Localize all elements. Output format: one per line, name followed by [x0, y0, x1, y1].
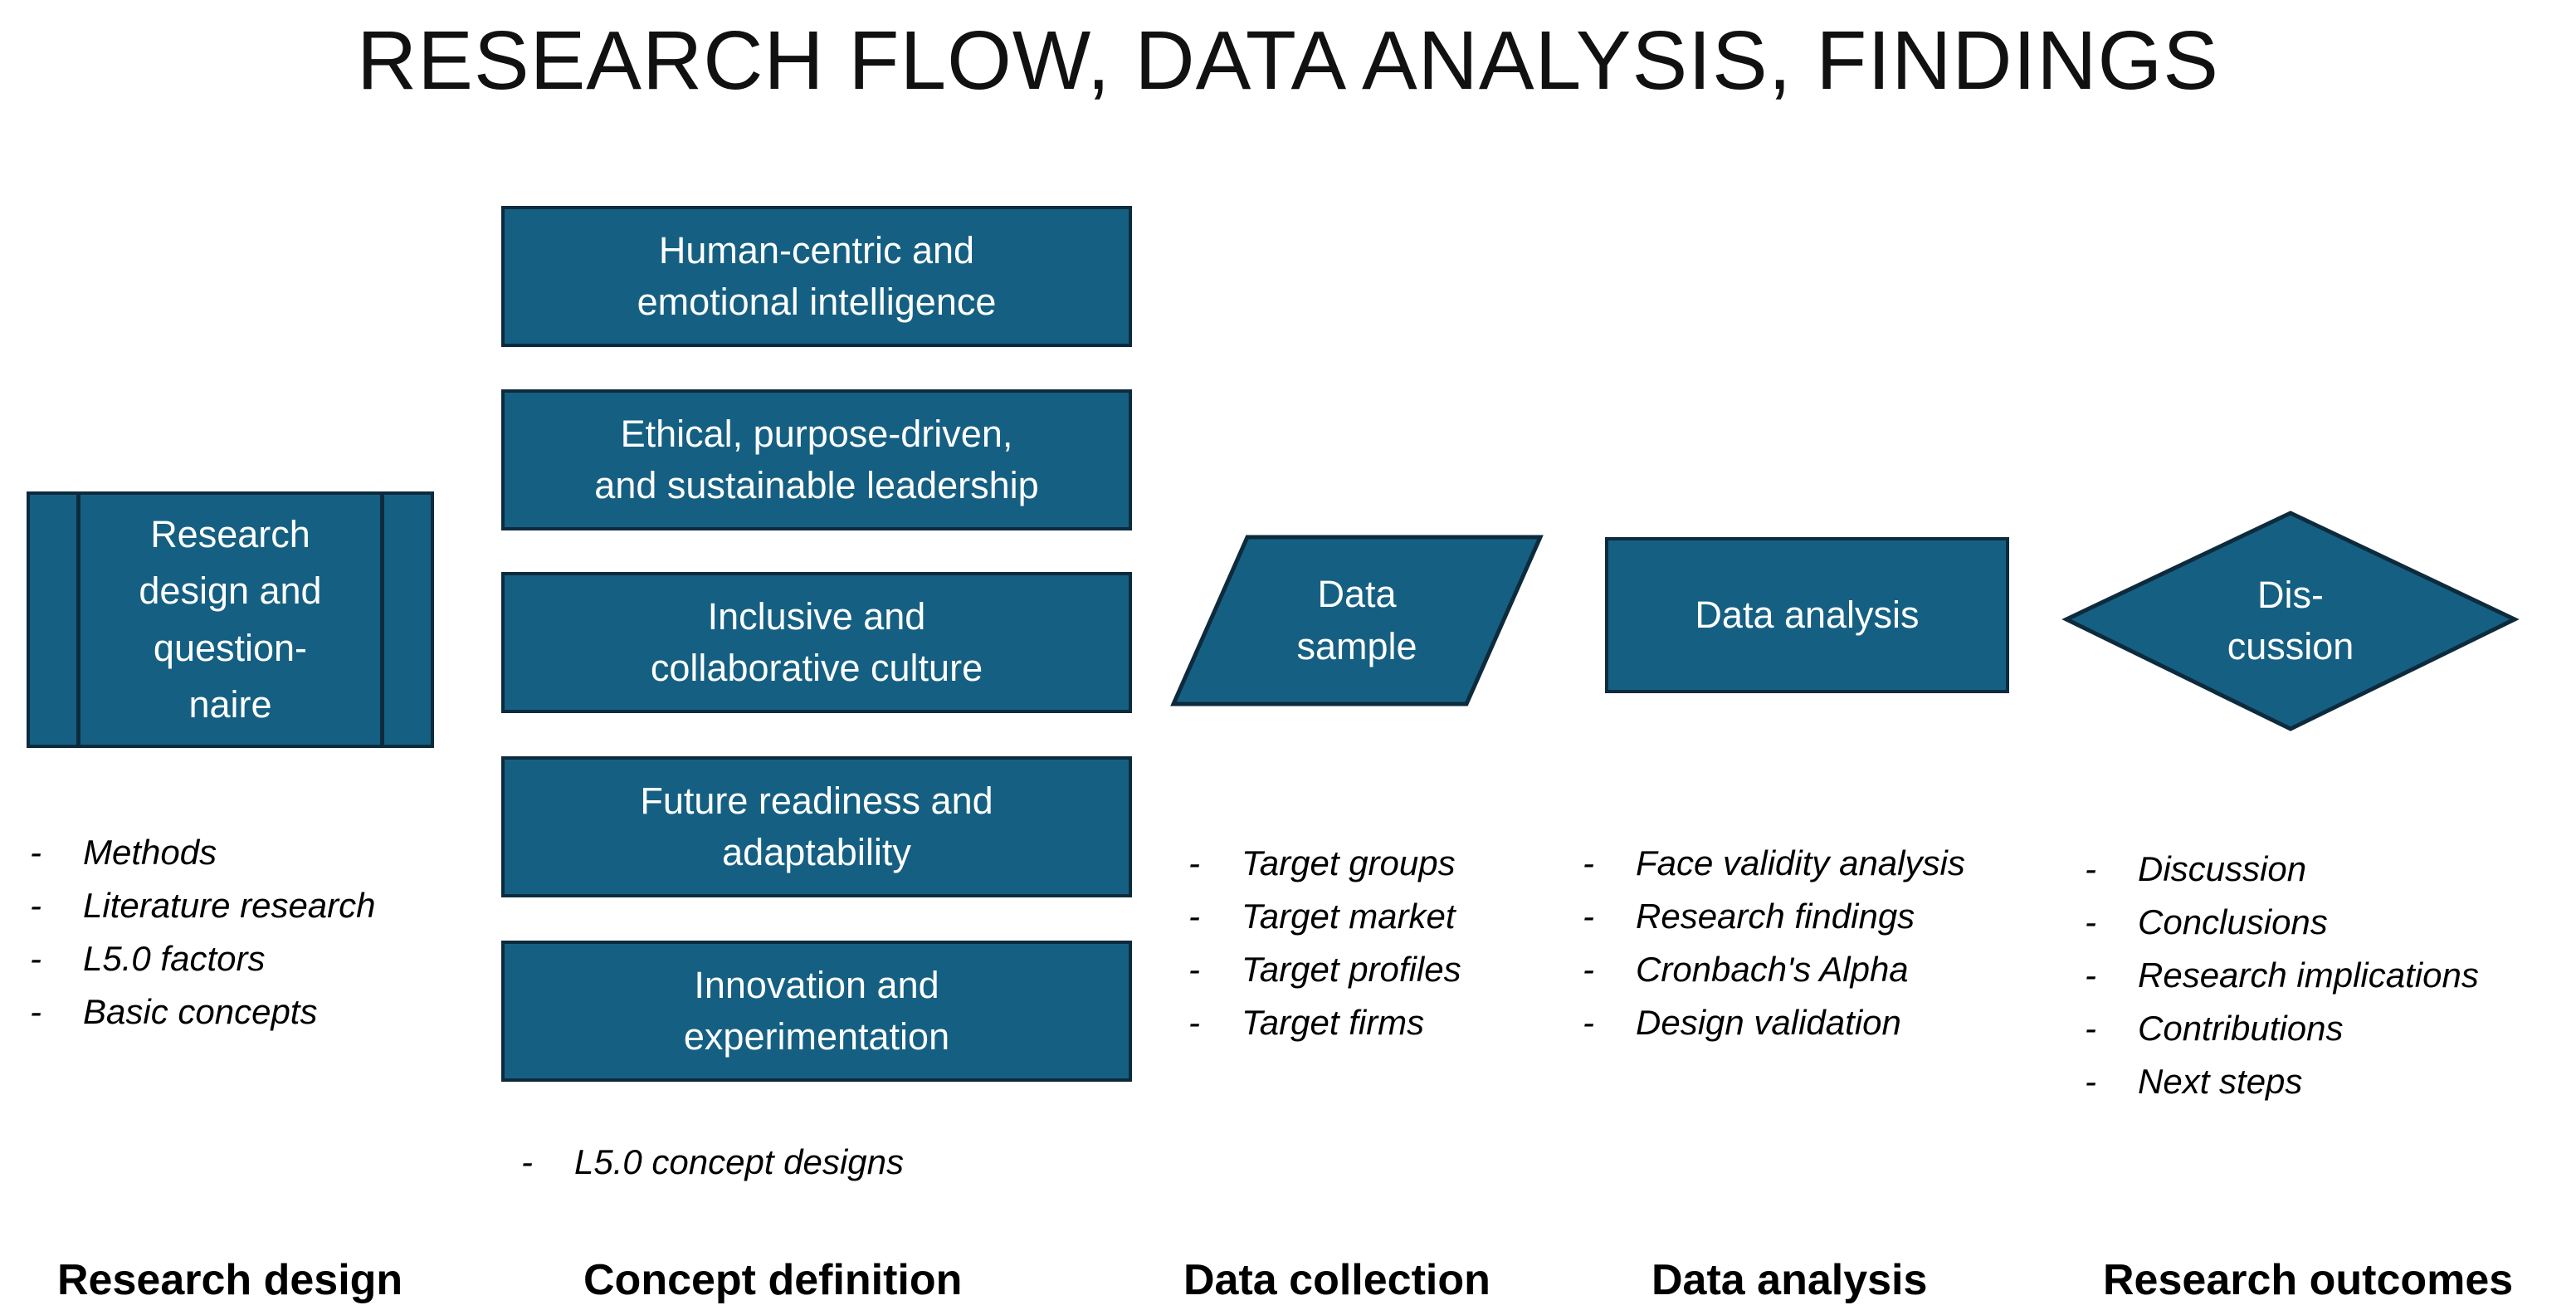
- concept-box-human-centric: Human-centric and emotional intelligence: [501, 206, 1132, 347]
- dash-bullet: -: [30, 833, 41, 872]
- list-item: -Methods: [30, 833, 217, 872]
- list-item: -Target profiles: [1188, 950, 1461, 989]
- page-title: RESEARCH FLOW, DATA ANALYSIS, FINDINGS: [356, 14, 2219, 107]
- concept-box-label: Innovation and experimentation: [683, 963, 950, 1058]
- dash-bullet: -: [1188, 950, 1200, 989]
- data-analysis-shape-label: Data analysis: [1695, 593, 1920, 636]
- dash-bullet: -: [2085, 849, 2096, 888]
- concept-box-ethical-leadership: Ethical, purpose-driven, and sustainable…: [501, 389, 1132, 530]
- concept-box-inclusive-culture: Inclusive and collaborative culture: [501, 572, 1132, 713]
- list-item: -L5.0 concept designs: [521, 1142, 904, 1181]
- stage-label-data-collection: Data collection: [1183, 1256, 1490, 1304]
- discussion-diamond: [2061, 511, 2520, 731]
- list-item: -Discussion: [2085, 849, 2307, 888]
- research-outcomes-list: -Discussion -Conclusions -Research impli…: [2085, 843, 2479, 1108]
- data-collection-list: -Target groups -Target market -Target pr…: [1188, 837, 1461, 1049]
- list-item: -Contributions: [2085, 1009, 2344, 1048]
- data-analysis-list: -Face validity analysis -Research findin…: [1583, 837, 1965, 1049]
- list-item: -Research implications: [2085, 956, 2479, 995]
- stage-label-data-analysis: Data analysis: [1651, 1256, 1928, 1304]
- predefined-process-left-bar: [76, 495, 80, 745]
- concept-box-label: Ethical, purpose-driven, and sustainable…: [594, 412, 1039, 506]
- discussion-diamond-shape: [2061, 511, 2520, 731]
- stage-label-research-outcomes: Research outcomes: [2103, 1256, 2514, 1304]
- dash-bullet: -: [1583, 950, 1594, 989]
- list-item: -Research findings: [1583, 897, 1915, 936]
- list-item: -L5.0 factors: [30, 939, 266, 978]
- dash-bullet: -: [2085, 956, 2096, 995]
- stage-label-research-design: Research design: [57, 1256, 403, 1304]
- list-item: -Face validity analysis: [1583, 843, 1965, 882]
- concept-box-label: Human-centric and emotional intelligence: [637, 228, 997, 323]
- dash-bullet: -: [1188, 897, 1200, 936]
- research-design-shape-label: Research design and question- naire: [139, 512, 322, 726]
- dash-bullet: -: [1188, 1003, 1200, 1042]
- list-item: -Basic concepts: [30, 992, 318, 1031]
- data-sample-parallelogram-shape: [1170, 535, 1544, 706]
- stage-label-concept-definition: Concept definition: [583, 1256, 963, 1304]
- list-item: -Target market: [1188, 897, 1456, 936]
- data-analysis-shape: Data analysis: [1605, 537, 2009, 693]
- dash-bullet: -: [1583, 1003, 1594, 1042]
- list-item: -Next steps: [2085, 1062, 2303, 1101]
- dash-bullet: -: [1188, 843, 1200, 882]
- dash-bullet: -: [1583, 897, 1594, 936]
- predefined-process-right-bar: [380, 495, 384, 745]
- concept-box-future-readiness: Future readiness and adaptability: [501, 756, 1132, 897]
- concept-definition-list: -L5.0 concept designs: [521, 1136, 904, 1189]
- dash-bullet: -: [521, 1142, 533, 1181]
- dash-bullet: -: [30, 939, 41, 978]
- list-item: -Target firms: [1188, 1003, 1425, 1042]
- dash-bullet: -: [30, 886, 41, 925]
- list-item: -Cronbach's Alpha: [1583, 950, 1909, 989]
- concept-box-innovation: Innovation and experimentation: [501, 941, 1132, 1082]
- dash-bullet: -: [1583, 843, 1594, 882]
- list-item: -Conclusions: [2085, 902, 2328, 941]
- data-sample-parallelogram: [1170, 535, 1544, 706]
- dash-bullet: -: [30, 992, 41, 1031]
- concept-box-label: Future readiness and adaptability: [640, 779, 993, 873]
- dash-bullet: -: [2085, 1062, 2096, 1101]
- concept-box-label: Inclusive and collaborative culture: [650, 594, 983, 689]
- list-item: -Design validation: [1583, 1003, 1901, 1042]
- dash-bullet: -: [2085, 1009, 2096, 1048]
- research-design-list: -Methods -Literature research -L5.0 fact…: [30, 826, 376, 1039]
- research-design-shape: Research design and question- naire: [27, 491, 434, 748]
- list-item: -Target groups: [1188, 843, 1456, 882]
- dash-bullet: -: [2085, 902, 2096, 941]
- list-item: -Literature research: [30, 886, 376, 925]
